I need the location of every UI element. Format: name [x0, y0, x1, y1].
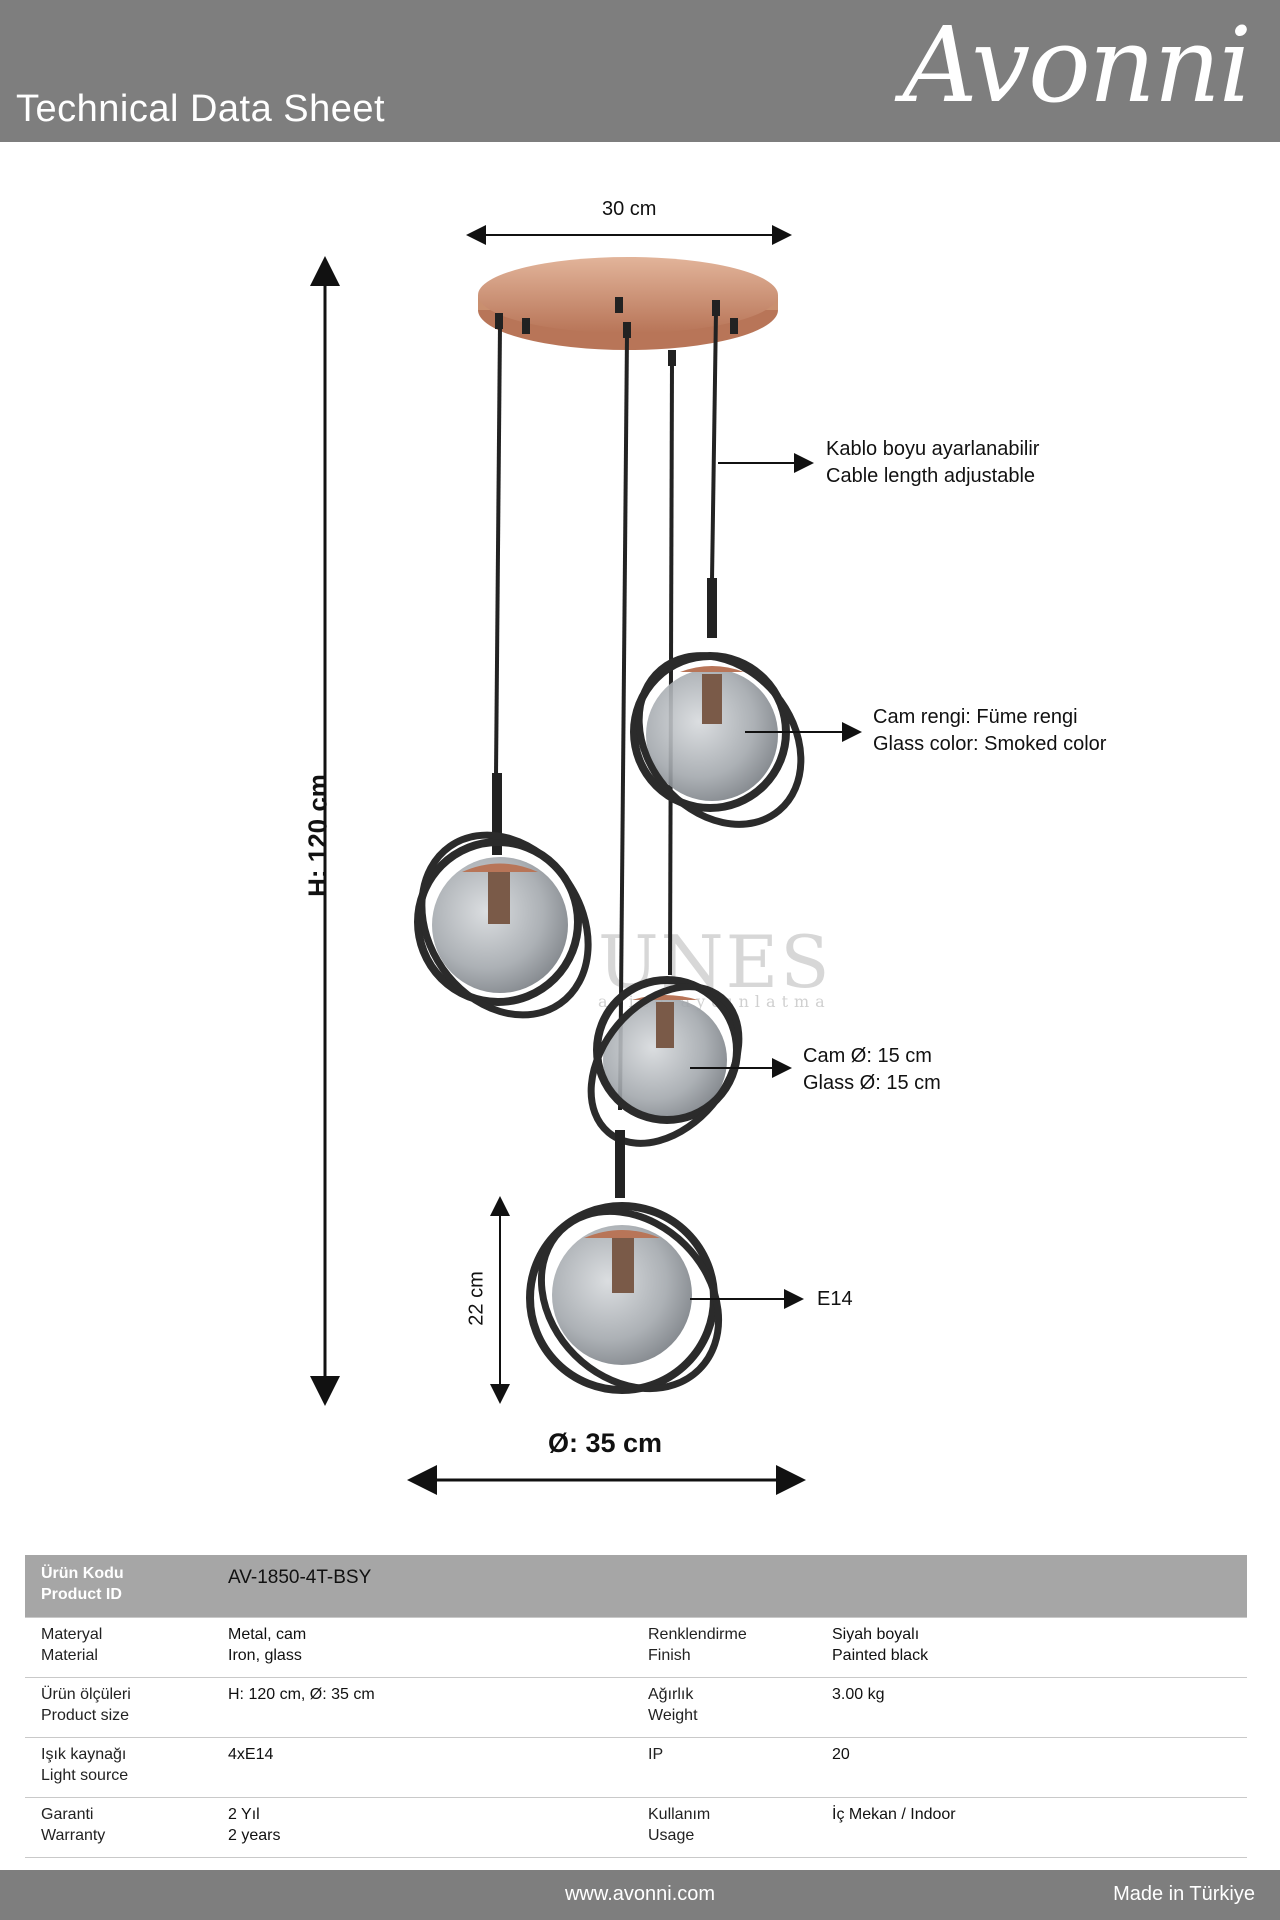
brand-logo: Avonni — [902, 4, 1252, 126]
pendant-middle — [587, 976, 743, 1147]
callout-glass-size: Cam Ø: 15 cm Glass Ø: 15 cm — [803, 1045, 941, 1094]
callout-socket: E14 — [817, 1288, 853, 1310]
dim-label-width: 30 cm — [602, 198, 657, 220]
dim-label-diameter: Ø: 35 cm — [548, 1428, 663, 1458]
footer-origin: Made in Türkiye — [1113, 1883, 1255, 1905]
pendant-bottom — [526, 1130, 723, 1394]
footer-website-link[interactable]: www.avonni.com — [564, 1883, 716, 1905]
dim-label-globe-height: 22 cm — [465, 1271, 488, 1326]
callout-cable: Kablo boyu ayarlanabilir Cable length ad… — [826, 438, 1040, 487]
page-title: Technical Data Sheet — [16, 88, 386, 130]
header-bar: Technical Data Sheet Avonni — [0, 0, 1280, 142]
footer-bar: www.avonni.com Made in Türkiye — [0, 1870, 1280, 1920]
product-diagram — [310, 225, 862, 1495]
canopy-top — [478, 257, 778, 333]
callout-glass-color: Cam rengi: Füme rengi Glass color: Smoke… — [873, 706, 1107, 755]
pendant-left — [414, 773, 592, 1019]
pendant-upper-right — [630, 578, 805, 828]
dim-label-height: H: 120 cm — [302, 774, 333, 897]
spec-value-product-id: AV-1850-4T-BSY — [212, 1555, 1247, 1618]
